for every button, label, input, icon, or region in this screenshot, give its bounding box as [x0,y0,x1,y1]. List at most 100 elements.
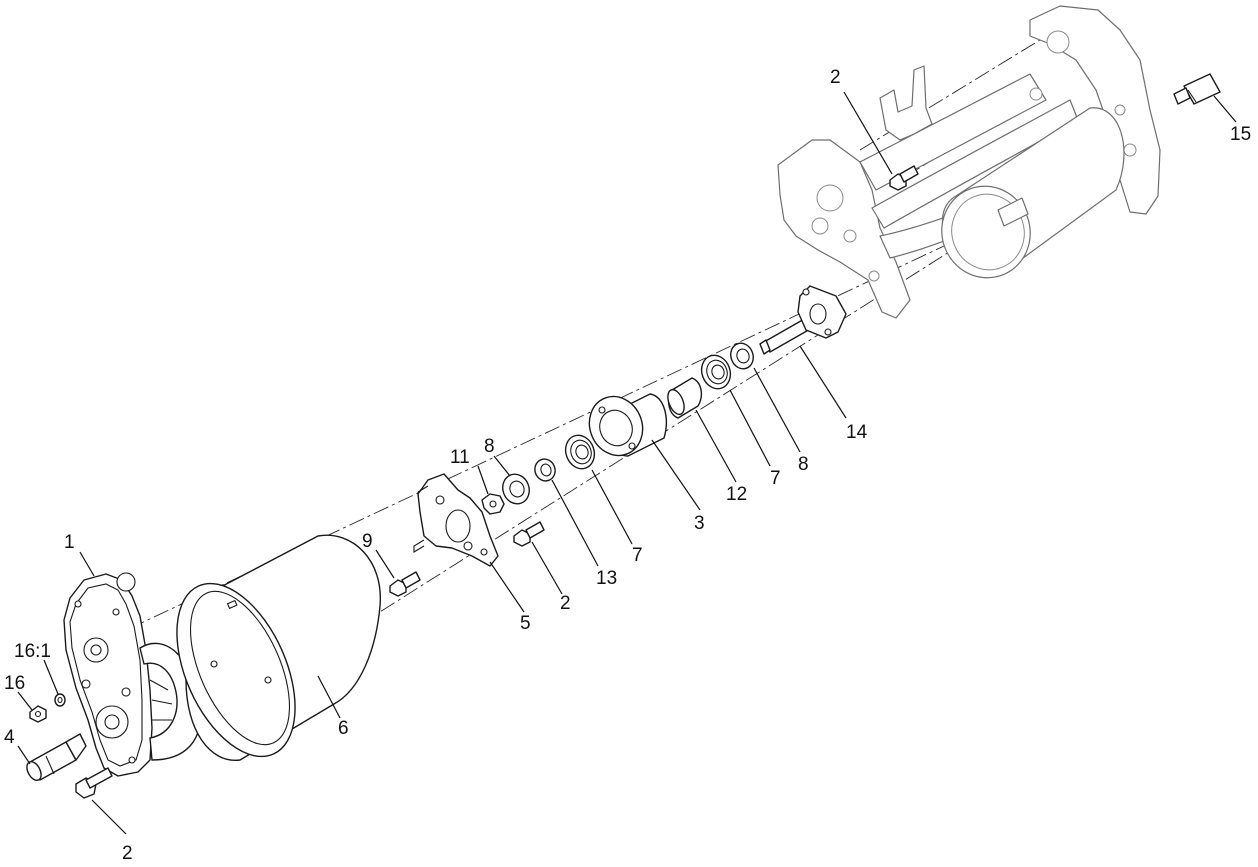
frame-bracket-left [879,65,933,141]
leader-14 [799,345,847,419]
pin-groove [1187,89,1197,103]
motor-can-inner-wall [189,590,291,746]
frame-arm-middle [871,99,1079,229]
bearing-left-race [570,439,592,465]
part-8-washer-right [730,342,754,370]
callout-1: 1 [64,532,75,553]
callout-16-1: 16:1 [14,641,51,662]
leader-13 [551,479,599,567]
brush-plate-hole-3 [480,548,488,556]
gearbox-bolt-hole-2 [112,608,120,616]
frame-arm-upper [859,73,1047,191]
right-housing-spline [1046,30,1070,54]
part-7-bearing-right [700,354,732,390]
part-7-bearing-left [564,434,596,470]
leader-12 [695,409,737,483]
bolt-middle-shank [525,521,545,539]
motor-can-opening [176,582,296,758]
part-12-sleeve [667,377,703,419]
bolt-9-shank [401,571,421,589]
leader-4 [17,745,31,765]
motor-can-slot [226,599,238,610]
leader-lines [17,91,1237,835]
leader-7-right [729,389,771,467]
bolt-middle-head [513,529,531,547]
bearing-housing-hole-1 [598,406,606,414]
bolt-top-shank [899,165,919,183]
part-15-pin [1173,73,1221,105]
center-plate-hole-3 [843,229,857,243]
part-16-1-washer [54,693,66,707]
bushing-inner [540,463,552,477]
bearing-housing-hole-2 [628,442,636,450]
callout-8-right: 8 [798,454,809,475]
part-4-output-pin [26,733,87,781]
leader-9 [375,549,395,579]
output-pin-groove [45,755,55,775]
callout-15: 15 [1230,124,1251,145]
bearing-right-race [706,359,728,385]
gearbox-bolt-hole-4 [121,687,131,697]
part-11-nut [481,493,505,515]
brush-plate-hole-2 [463,541,473,551]
assembled-motor-can-inner [951,193,1025,271]
leader-7-left [591,469,633,545]
gearbox-adapter-fins [149,679,173,721]
brush-terminal-2 [413,539,425,553]
shaft-tip [759,339,771,355]
part-6-motor-can [176,534,381,761]
leader-5 [489,561,525,613]
bearing-housing-bore [599,409,633,447]
assembled-housing-ghost [777,5,1161,319]
center-plate-hole-1 [816,184,844,212]
shaft-flange-hole-2 [824,328,832,336]
output-pin-neck [65,733,87,761]
gearbox-idler-boss [83,637,109,663]
leader-11 [477,465,489,495]
callout-14: 14 [846,422,868,443]
gearbox-idler-boss-inner [90,644,102,656]
right-housing-hole-3 [1114,104,1126,116]
callout-12: 12 [726,484,747,505]
assembled-motor-clamp [997,197,1029,227]
callout-7-left: 7 [632,545,643,566]
part-2-bolt-bottom [75,767,113,799]
sleeve-end [667,388,685,416]
shaft-flange-plate [797,285,847,339]
callout-7-right: 7 [770,468,781,489]
leader-8-right [753,367,801,453]
part-5-brush-plate [413,473,499,567]
pin-tip [1173,87,1191,105]
part-2-bolt-middle [513,521,545,547]
gearbox-bolt-hole-1 [74,600,82,608]
washer-left-inner [509,480,525,498]
right-housing-hole-2 [1123,143,1137,157]
leader-6 [317,675,341,719]
leader-16 [17,691,33,711]
nut-hole [489,500,497,508]
right-gearbox-housing [1029,5,1161,215]
right-housing-hole-1 [1029,87,1043,101]
callout-2-bottom: 2 [122,843,133,864]
leader-2-bottom [91,799,127,835]
leader-15 [1213,95,1237,123]
part-13-bushing [534,458,556,482]
motor-can-vent-2 [264,676,272,684]
bolt-9-head [389,579,407,597]
part-2-bolt-top [889,165,919,191]
callout-4: 4 [4,727,15,748]
part-3-bearing-housing [588,393,668,457]
gearbox-input-spline [116,572,136,592]
leader-3 [651,439,701,511]
callout-labels: 1 2 2 2 3 4 5 6 7 7 8 8 9 11 12 13 14 15… [4,67,1251,864]
gearbox-bolt-hole-3 [81,679,91,689]
shaft-flange-hub [809,303,827,325]
part-8-washer-left [502,473,530,505]
center-plate-hole-4 [868,270,880,282]
callout-11: 11 [450,447,470,468]
gearbox-output-boss [95,705,129,739]
gearbox-bolt-hole-5 [128,756,136,764]
brush-plate-center-hole [445,509,471,543]
leader-2-top [843,91,893,175]
